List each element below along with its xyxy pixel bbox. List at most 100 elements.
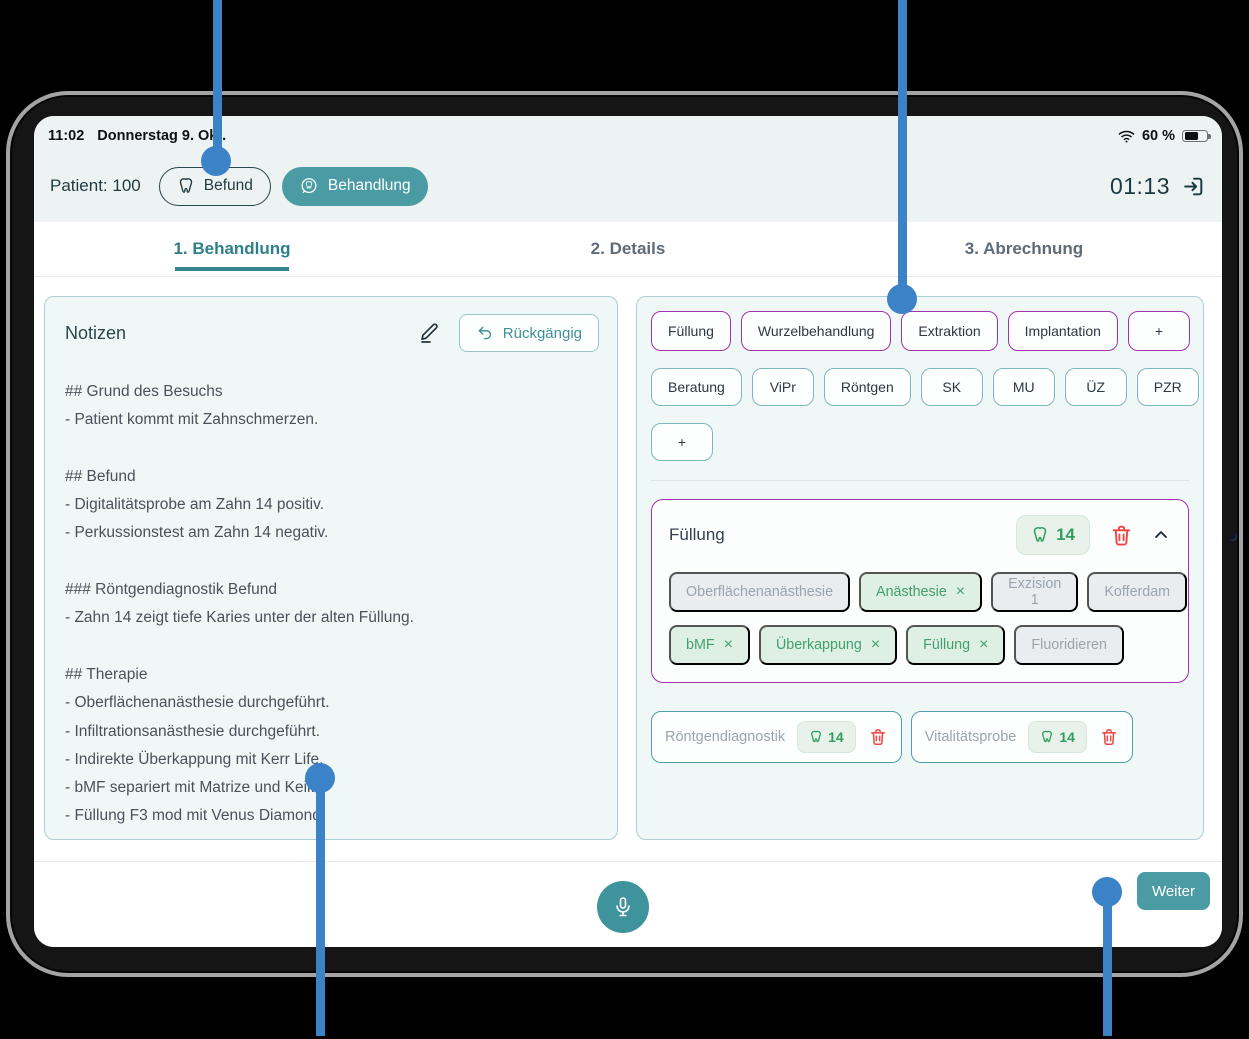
step-label: bMF — [686, 637, 715, 653]
step-label: Überkappung — [775, 637, 862, 653]
chip-pzr[interactable]: PZR — [1136, 368, 1199, 406]
chip-mu[interactable]: MU — [992, 368, 1055, 406]
chip-roentgen[interactable]: Röntgen — [823, 368, 911, 406]
step-exzision-1[interactable]: Exzision 1 — [991, 572, 1079, 612]
patient-label: Patient: 100 — [50, 176, 141, 195]
logout-icon[interactable] — [1181, 174, 1206, 199]
callout-dot-chips — [887, 284, 917, 314]
note-line: - Zahn 14 zeigt tiefe Karies unter der a… — [65, 609, 414, 627]
chip-uez[interactable]: ÜZ — [1064, 368, 1127, 406]
befund-button[interactable]: Befund — [158, 166, 271, 206]
undo-label: Rückgängig — [502, 324, 582, 342]
tooth-number: 14 — [828, 729, 844, 745]
status-date: Donnerstag 9. Okt. — [97, 128, 227, 144]
remove-step-icon[interactable]: × — [979, 636, 989, 653]
status-time: 11:02 — [48, 128, 85, 144]
step-anaesthesie[interactable]: Anästhesie× — [859, 572, 983, 612]
callout-line-chips — [898, 0, 907, 299]
callout-line-notes — [316, 778, 325, 1036]
tooth-number: 14 — [1059, 729, 1075, 745]
note-line: - Digitalitätsprobe am Zahn 14 positiv. — [65, 496, 325, 514]
callout-line-befund — [213, 0, 222, 161]
tablet-camera — [1229, 533, 1237, 541]
chip-beratung[interactable]: Beratung — [651, 368, 742, 406]
note-line: ### Röntgendiagnostik Befund — [65, 581, 277, 599]
notes-title: Notizen — [65, 322, 127, 343]
microphone-button[interactable] — [597, 881, 649, 933]
mini-card-label: Röntgendiagnostik — [665, 729, 786, 745]
tooth-number-badge[interactable]: 14 — [1028, 721, 1087, 753]
edit-pencil-icon[interactable] — [418, 321, 442, 345]
tooth-icon — [1031, 526, 1049, 544]
note-line: ## Grund des Besuchs — [65, 383, 223, 400]
notes-panel: Notizen — [44, 296, 618, 840]
mini-card-roentgendiagnostik[interactable]: Röntgendiagnostik 14 — [651, 711, 902, 763]
chip-implantation[interactable]: Implantation — [1007, 311, 1118, 351]
tooth-number: 14 — [1056, 525, 1075, 544]
note-line: ## Befund — [65, 467, 136, 485]
top-area: 11:02 Donnerstag 9. Okt. 60 % Patient: 1… — [34, 116, 1222, 222]
tab-abrechnung[interactable]: 3. Abrechnung — [964, 239, 1084, 258]
session-timer: 01:13 — [1109, 172, 1170, 199]
step-label: Füllung — [923, 637, 971, 653]
tooth-number-badge[interactable]: 14 — [1016, 515, 1090, 555]
card-title: Füllung — [669, 525, 725, 544]
chip-wurzelbehandlung[interactable]: Wurzelbehandlung — [740, 311, 892, 351]
step-fuellung[interactable]: Füllung × — [906, 625, 1006, 665]
undo-icon — [476, 324, 494, 342]
chip-sk[interactable]: SK — [920, 368, 983, 406]
tab-details[interactable]: 2. Details — [590, 239, 666, 258]
status-bar: 11:02 Donnerstag 9. Okt. 60 % — [34, 116, 1222, 148]
step-label: Exzision 1 — [1008, 576, 1062, 608]
note-line — [65, 548, 597, 576]
battery-icon — [1182, 129, 1211, 143]
remove-step-icon[interactable]: × — [870, 636, 881, 653]
remove-step-icon[interactable]: × — [955, 583, 966, 600]
treatments-panel: Füllung Wurzelbehandlung Extraktion Impl… — [636, 296, 1204, 840]
step-fluoridieren[interactable]: Fluoridieren — [1014, 625, 1124, 665]
step-bmf[interactable]: bMF × — [669, 625, 750, 665]
tooth-number-badge[interactable]: 14 — [797, 721, 856, 753]
step-label: Kofferdam — [1104, 584, 1171, 600]
behandlung-button[interactable]: Behandlung — [281, 166, 428, 206]
mini-card-vitalitaetsprobe[interactable]: Vitalitätsprobe 14 — [910, 711, 1133, 763]
step-tabs: 1. Behandlung 2. Details 3. Abrechnung — [34, 222, 1222, 277]
note-line: - Patient kommt mit Zahnschmerzen. — [65, 411, 319, 429]
next-button[interactable]: Weiter — [1137, 872, 1210, 910]
add-category-chip[interactable]: + — [1127, 311, 1190, 351]
chip-extraktion[interactable]: Extraktion — [901, 311, 998, 351]
note-line: - Oberflächenanästhesie durchgeführt. — [65, 694, 330, 712]
note-line — [65, 435, 597, 463]
app-screen: 11:02 Donnerstag 9. Okt. 60 % Patient: 1… — [34, 116, 1222, 947]
callout-line-weiter — [1103, 892, 1112, 1036]
tab-behandlung[interactable]: 1. Behandlung — [34, 222, 430, 276]
chip-fuellung[interactable]: Füllung — [651, 311, 731, 351]
callout-dot-befund — [201, 146, 231, 176]
panel-divider — [651, 480, 1189, 481]
delete-mini-card-icon[interactable] — [1099, 727, 1119, 747]
treatment-card-fuellung: Füllung 14 — [651, 499, 1189, 683]
undo-button[interactable]: Rückgängig — [458, 314, 599, 352]
chip-vipr[interactable]: ViPr — [751, 368, 814, 406]
tooth-icon — [177, 177, 195, 195]
note-line: - Perkussionstest am Zahn 14 negativ. — [65, 524, 329, 542]
battery-percent: 60 % — [1141, 128, 1175, 144]
tooth-icon — [1040, 730, 1054, 744]
step-ueberkappung[interactable]: Überkappung × — [758, 625, 898, 665]
step-kofferdam[interactable]: Kofferdam — [1087, 572, 1188, 612]
step-label: Oberflächenanästhesie — [686, 584, 834, 600]
step-oberflaechenanaesthesie[interactable]: Oberflächenanästhesie — [669, 572, 851, 612]
delete-mini-card-icon[interactable] — [868, 727, 888, 747]
notes-text-area[interactable]: ## Grund des Besuchs - Patient kommt mit… — [45, 378, 617, 831]
add-quick-chip[interactable]: + — [651, 423, 713, 461]
remove-step-icon[interactable]: × — [723, 636, 733, 653]
note-line: - Füllung F3 mod mit Venus Diamond. — [65, 807, 326, 825]
mini-card-label: Vitalitätsprobe — [924, 729, 1017, 745]
collapse-chevron-icon[interactable] — [1151, 525, 1171, 545]
tooth-icon — [809, 730, 823, 744]
note-line: ## Therapie — [65, 665, 148, 683]
footer-bar: Weiter — [34, 861, 1222, 947]
befund-label: Befund — [203, 177, 253, 194]
delete-card-icon[interactable] — [1109, 523, 1134, 548]
content-area: Notizen — [34, 277, 1222, 861]
